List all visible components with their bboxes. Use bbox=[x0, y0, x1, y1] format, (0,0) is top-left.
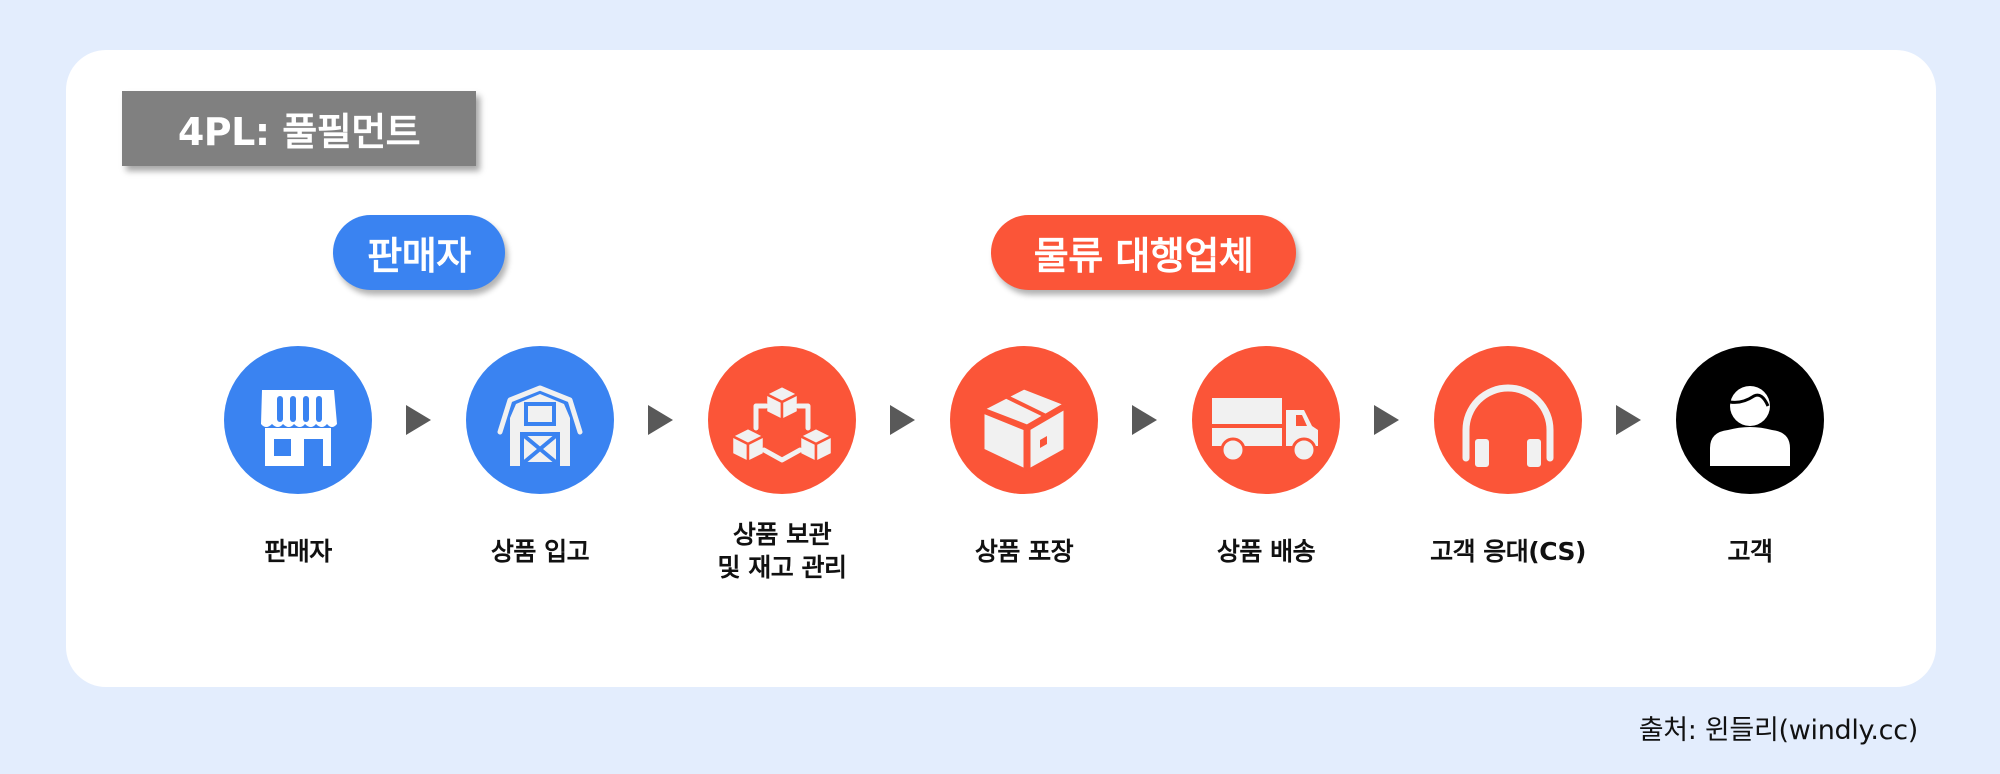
flow-step-customer: 고객 bbox=[1630, 346, 1870, 584]
flow-step-storage-inventory: 상품 보관 및 재고 관리 bbox=[662, 346, 902, 584]
flow-step-receiving: 상품 입고 bbox=[420, 346, 660, 584]
connected-boxes-icon bbox=[708, 346, 856, 494]
barn-warehouse-icon bbox=[466, 346, 614, 494]
flow-arrow-icon bbox=[1374, 405, 1399, 435]
step-label: 상품 배송 bbox=[1216, 536, 1316, 566]
step-label: 판매자 bbox=[264, 536, 332, 566]
group-pill-logistics-provider: 물류 대행업체 bbox=[991, 215, 1296, 290]
headphones-icon bbox=[1434, 346, 1582, 494]
customer-person-icon bbox=[1676, 346, 1824, 494]
flow-arrow-icon bbox=[1132, 405, 1157, 435]
package-box-icon bbox=[950, 346, 1098, 494]
step-label: 상품 입고 bbox=[490, 536, 590, 566]
flow-arrow-icon bbox=[406, 405, 431, 435]
source-credit: 출처: 윈들리(windly.cc) bbox=[1638, 715, 1919, 746]
step-label: 고객 bbox=[1727, 536, 1773, 566]
flow-step-shipping: 상품 배송 bbox=[1146, 346, 1386, 584]
step-label: 고객 응대(CS) bbox=[1430, 536, 1586, 566]
flow-arrow-icon bbox=[648, 405, 673, 435]
delivery-truck-icon bbox=[1192, 346, 1340, 494]
group-pill-seller: 판매자 bbox=[333, 215, 505, 290]
step-label: 상품 포장 bbox=[974, 536, 1074, 566]
diagram-title: 4PL: 풀필먼트 bbox=[122, 91, 476, 166]
flow-arrow-icon bbox=[1616, 405, 1641, 435]
storefront-icon bbox=[224, 346, 372, 494]
flow-step-seller: 판매자 bbox=[178, 346, 418, 584]
flow-arrow-icon bbox=[890, 405, 915, 435]
flow-step-packaging: 상품 포장 bbox=[904, 346, 1144, 584]
flow-step-customer-service: 고객 응대(CS) bbox=[1388, 346, 1628, 584]
step-label: 상품 보관 및 재고 관리 bbox=[717, 520, 847, 582]
